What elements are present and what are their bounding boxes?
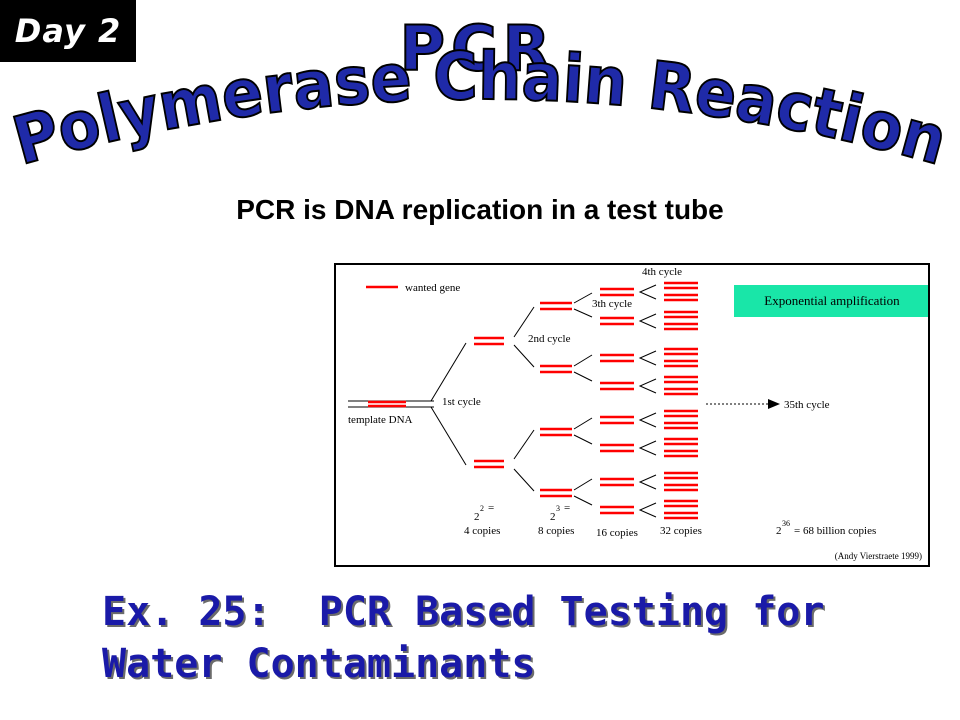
legend-label: wanted gene bbox=[405, 282, 460, 294]
amplification-label: Exponential amplification bbox=[764, 293, 900, 308]
credit: (Andy Vierstraete 1999) bbox=[835, 551, 922, 561]
amplification-box bbox=[734, 285, 930, 317]
template-dna bbox=[348, 400, 434, 408]
pcr-diagram: wanted gene Exponential amplification te… bbox=[334, 263, 930, 567]
count-2-label: 4 copies bbox=[464, 525, 500, 537]
cycle-2nd-label: 2nd cycle bbox=[528, 333, 571, 345]
count-2-exp: 2 bbox=[480, 504, 484, 513]
count-2-base: 2 bbox=[474, 511, 480, 523]
branch-1st bbox=[430, 342, 467, 466]
branch-3rd bbox=[573, 292, 593, 506]
count-3-base: 2 bbox=[550, 511, 556, 523]
template-dna-label: template DNA bbox=[348, 414, 413, 426]
gen2-genes bbox=[540, 301, 572, 498]
count-5-label: 32 copies bbox=[660, 525, 702, 537]
title-pcr: PCR bbox=[400, 12, 557, 85]
branch-4th bbox=[638, 284, 657, 518]
gen4-genes bbox=[664, 281, 698, 520]
cycle-4th-label: 4th cycle bbox=[642, 266, 682, 278]
footer-line-1: Ex. 25: PCR Based Testing for bbox=[102, 589, 825, 635]
cycle-3rd-label: 3th cycle bbox=[592, 298, 632, 310]
count-36-base: 2 bbox=[776, 525, 782, 537]
count-3-exp: 3 bbox=[556, 504, 560, 513]
day-badge: Day 2 bbox=[0, 0, 136, 62]
count-36-rest: = 68 billion copies bbox=[794, 525, 876, 537]
arrow-head-icon bbox=[768, 399, 780, 409]
count-3-eq: = bbox=[564, 502, 570, 514]
title-polymerase-chain-reaction: Polymerase Chain Reaction bbox=[5, 38, 955, 180]
count-3-label: 8 copies bbox=[538, 525, 574, 537]
slide-title: PCR Polymerase Chain Reaction bbox=[4, 11, 956, 181]
branch-2nd bbox=[513, 306, 535, 492]
cycle-1st-label: 1st cycle bbox=[442, 396, 481, 408]
count-2-eq: = bbox=[488, 502, 494, 514]
pcr-diagram-svg: wanted gene Exponential amplification te… bbox=[348, 266, 930, 561]
footer-line-2: Water Contaminants bbox=[102, 641, 536, 687]
cycle-35th-label: 35th cycle bbox=[784, 399, 830, 411]
count-36-exp: 36 bbox=[782, 519, 790, 528]
gen3-genes bbox=[600, 287, 634, 515]
footer-title: Ex. 25: PCR Based Testing for Water Cont… bbox=[102, 586, 824, 690]
count-4-label: 16 copies bbox=[596, 527, 638, 539]
gen1-genes bbox=[474, 336, 504, 469]
subtitle: PCR is DNA replication in a test tube bbox=[236, 194, 724, 225]
